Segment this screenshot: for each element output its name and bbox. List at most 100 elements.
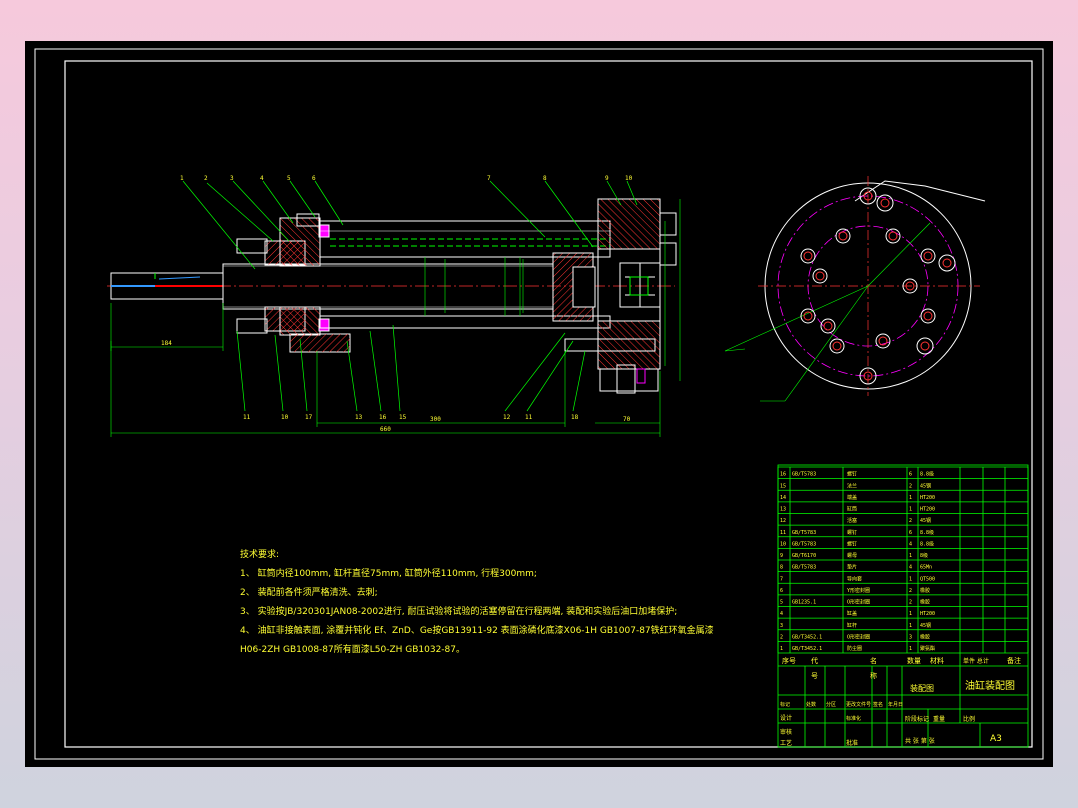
svg-text:10: 10 [625,175,633,182]
parts-cell: 13 [780,507,786,513]
svg-text:16: 16 [379,414,387,421]
title-seq: 序号 [782,656,796,665]
parts-cell: GB/T5783 [792,530,816,536]
title-block [777,464,1029,748]
parts-cell: O形密封圈 [847,633,870,640]
parts-cell: 6 [780,588,783,594]
parts-cell: 缸筒 [847,506,857,513]
parts-cell: GB1235.1 [792,600,816,606]
title-note: 备注 [1007,656,1021,665]
parts-cell: 65Mn [920,565,932,571]
parts-cell: 2 [780,634,783,640]
parts-cell: 6 [909,472,912,478]
svg-text:7: 7 [487,175,491,182]
parts-cell: 2 [909,600,912,606]
end-cap [597,198,661,250]
parts-cell: 1 [909,507,912,513]
parts-cell: GB/T3452.1 [792,646,822,652]
svg-text:9: 9 [605,175,609,182]
svg-text:11: 11 [525,414,533,421]
svg-text:12: 12 [503,414,511,421]
parts-cell: 3 [780,623,783,629]
role-review: 审核 [780,728,792,736]
sign-change: 更改文件号 [846,701,871,708]
parts-cell: 15 [780,483,786,489]
parts-cell: HT200 [920,507,935,513]
title-material: 材料 [930,656,944,665]
parts-cell: GB/T3452.1 [792,634,822,640]
role-std: 标准化 [846,715,861,722]
parts-cell: O形密封圈 [847,599,870,606]
tech-line-4: 4、 油缸非接触表面, 涂覆并钝化 Ef、ZnD、Ge按GB13911-92 表… [240,626,714,636]
tech-title: 技术要求: [240,550,280,560]
parts-cell: 橡胶 [920,587,930,594]
svg-text:3: 3 [230,175,234,182]
parts-cell: 2 [909,483,912,489]
parts-cell: 端盖 [847,494,857,501]
title-name-sub: 称 [870,671,877,680]
svg-text:6: 6 [312,175,316,182]
svg-text:13: 13 [355,414,363,421]
parts-cell: 螺钉 [847,471,857,478]
parts-cell: 14 [780,495,786,501]
end-view [724,176,986,402]
parts-cell: 8.8级 [920,540,934,547]
parts-cell: 8 [780,565,783,571]
parts-cell: QT500 [920,576,935,582]
parts-cell: 2 [909,588,912,594]
parts-cell: 1 [909,623,912,629]
parts-cell: 12 [780,518,786,524]
parts-cell: 防尘圈 [847,645,862,652]
parts-cell: 8.8级 [920,471,934,478]
technical-requirements: 技术要求: 1、 缸筒内径100mm, 缸杆直径75mm, 缸筒外径110mm,… [240,546,714,660]
parts-cell: 螺钉 [847,540,857,547]
sign-date: 年月日 [888,701,903,708]
tech-line-5: H06-2ZH GB1008-87所有面漆L50-ZH GB1032-87。 [240,645,466,655]
svg-text:4: 4 [260,175,264,182]
role-design: 设计 [780,714,792,722]
parts-cell: 5 [780,600,783,606]
parts-cell: 螺母 [847,552,857,559]
parts-cell: 螺钉 [847,529,857,536]
parts-cell: 垫片 [847,564,857,571]
assembly-title: 油缸装配图 [965,679,1015,692]
sheet-size: A3 [990,734,1002,744]
stage-mark: 阶段标记 [905,715,929,723]
parts-cell: 1 [909,611,912,617]
svg-text:5: 5 [287,175,291,182]
parts-cell: 导向套 [847,575,862,582]
parts-cell: 45钢 [920,482,931,489]
role-process: 工艺 [780,739,792,747]
parts-cell: 16 [780,472,786,478]
parts-cell: 7 [780,576,783,582]
parts-cell: 1 [909,646,912,652]
sign-count: 处数 [806,701,816,708]
parts-cell: 缸盖 [847,610,857,617]
parts-cell: 法兰 [847,482,857,489]
dim-total: 660 [380,426,391,433]
dim-stroke: 300 [430,416,441,423]
parts-cell: 1 [780,646,783,652]
svg-text:15: 15 [399,414,407,421]
stage-weight: 重量 [933,715,945,723]
sign-name: 签名 [873,701,883,708]
inner-border [64,60,1033,748]
svg-text:10: 10 [281,414,289,421]
tech-line-2: 2、 装配前各件须严格清洗、去刺; [240,588,378,598]
parts-cell: HT200 [920,495,935,501]
title-code: 代 [811,656,818,665]
parts-cell: 4 [909,565,912,571]
parts-cell: 11 [780,530,786,536]
parts-cell: Y形密封圈 [847,587,870,594]
title-code-sub: 号 [811,672,818,680]
drawing-name: 装配图 [910,683,934,693]
piston-rod [222,263,554,310]
parts-cell: 1 [909,576,912,582]
svg-text:18: 18 [571,414,579,421]
parts-cell: 45钢 [920,517,931,524]
parts-cell: GB/T5783 [792,565,816,571]
dim-flange: 70 [623,416,631,423]
